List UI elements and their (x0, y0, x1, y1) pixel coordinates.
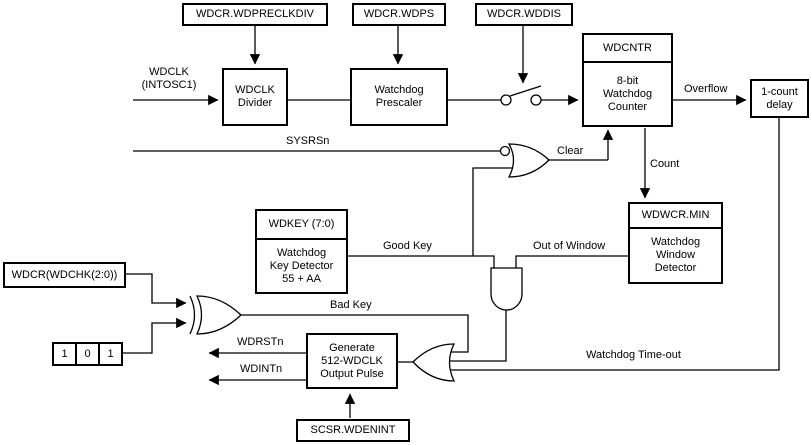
block-watchdog-prescaler: Watchdog Prescaler (350, 68, 448, 126)
arrow-wires (122, 25, 747, 418)
inverter-bubble-icon (499, 145, 511, 157)
register-wdps: WDCR.WDPS (352, 3, 446, 26)
block-wdkey-key-detector: WDKEY (7:0) Watchdog Key Detector 55 + A… (255, 209, 348, 294)
label-count: Count (650, 158, 680, 170)
xor-gate-check-icon (189, 295, 242, 335)
label-bad-key: Bad Key (330, 299, 372, 311)
label-wdintn: WDINTn (240, 363, 283, 375)
plain-wires (133, 99, 780, 371)
label-clear: Clear (557, 145, 584, 157)
wdkey-body: Watchdog Key Detector 55 + AA (269, 246, 334, 285)
block-1-count-delay: 1-count delay (750, 79, 809, 118)
register-scsr-wdenint: SCSR.WDENINT (296, 419, 410, 442)
label-overflow: Overflow (684, 83, 728, 95)
wddis-switch-icon (500, 85, 542, 106)
block-wdwcr-window-detector: WDWCR.MIN Watchdog Window Detector (628, 202, 723, 284)
register-wdpreclkdiv: WDCR.WDPRECLKDIV (182, 3, 328, 26)
label-wdrstn: WDRSTn (237, 336, 284, 348)
and-gate-key-window-icon (490, 267, 523, 311)
label-good-key: Good Key (383, 240, 432, 252)
wdcntr-header: WDCNTR (584, 35, 671, 63)
label-out-of-window: Out of Window (533, 240, 606, 252)
register-wdchk: WDCR(WDCHK(2:0)) (3, 262, 126, 288)
label-sysrsn: SYSRSn (286, 135, 330, 147)
wdwcr-header: WDWCR.MIN (630, 204, 721, 229)
or-gate-clear-icon (499, 143, 550, 178)
check-bit: 0 (75, 344, 98, 364)
block-generate-output-pulse: Generate 512-WDCLK Output Pulse (306, 333, 398, 389)
wdcntr-body: 8-bit Watchdog Counter (602, 74, 653, 113)
label-wdclk-input: WDCLK (INTOSC1) (141, 66, 197, 91)
check-bit: 1 (98, 344, 121, 364)
wdkey-header: WDKEY (7:0) (257, 211, 346, 240)
check-bits-101: 1 0 1 (52, 342, 123, 366)
register-wddis: WDCR.WDDIS (475, 3, 573, 26)
block-wdcntr: WDCNTR 8-bit Watchdog Counter (582, 33, 673, 127)
check-bit: 1 (61, 347, 68, 360)
wdwcr-body: Watchdog Window Detector (650, 236, 701, 274)
block-wdclk-divider: WDCLK Divider (222, 68, 288, 126)
or-gate-output-icon (412, 343, 456, 382)
label-watchdog-timeout: Watchdog Time-out (586, 349, 681, 361)
